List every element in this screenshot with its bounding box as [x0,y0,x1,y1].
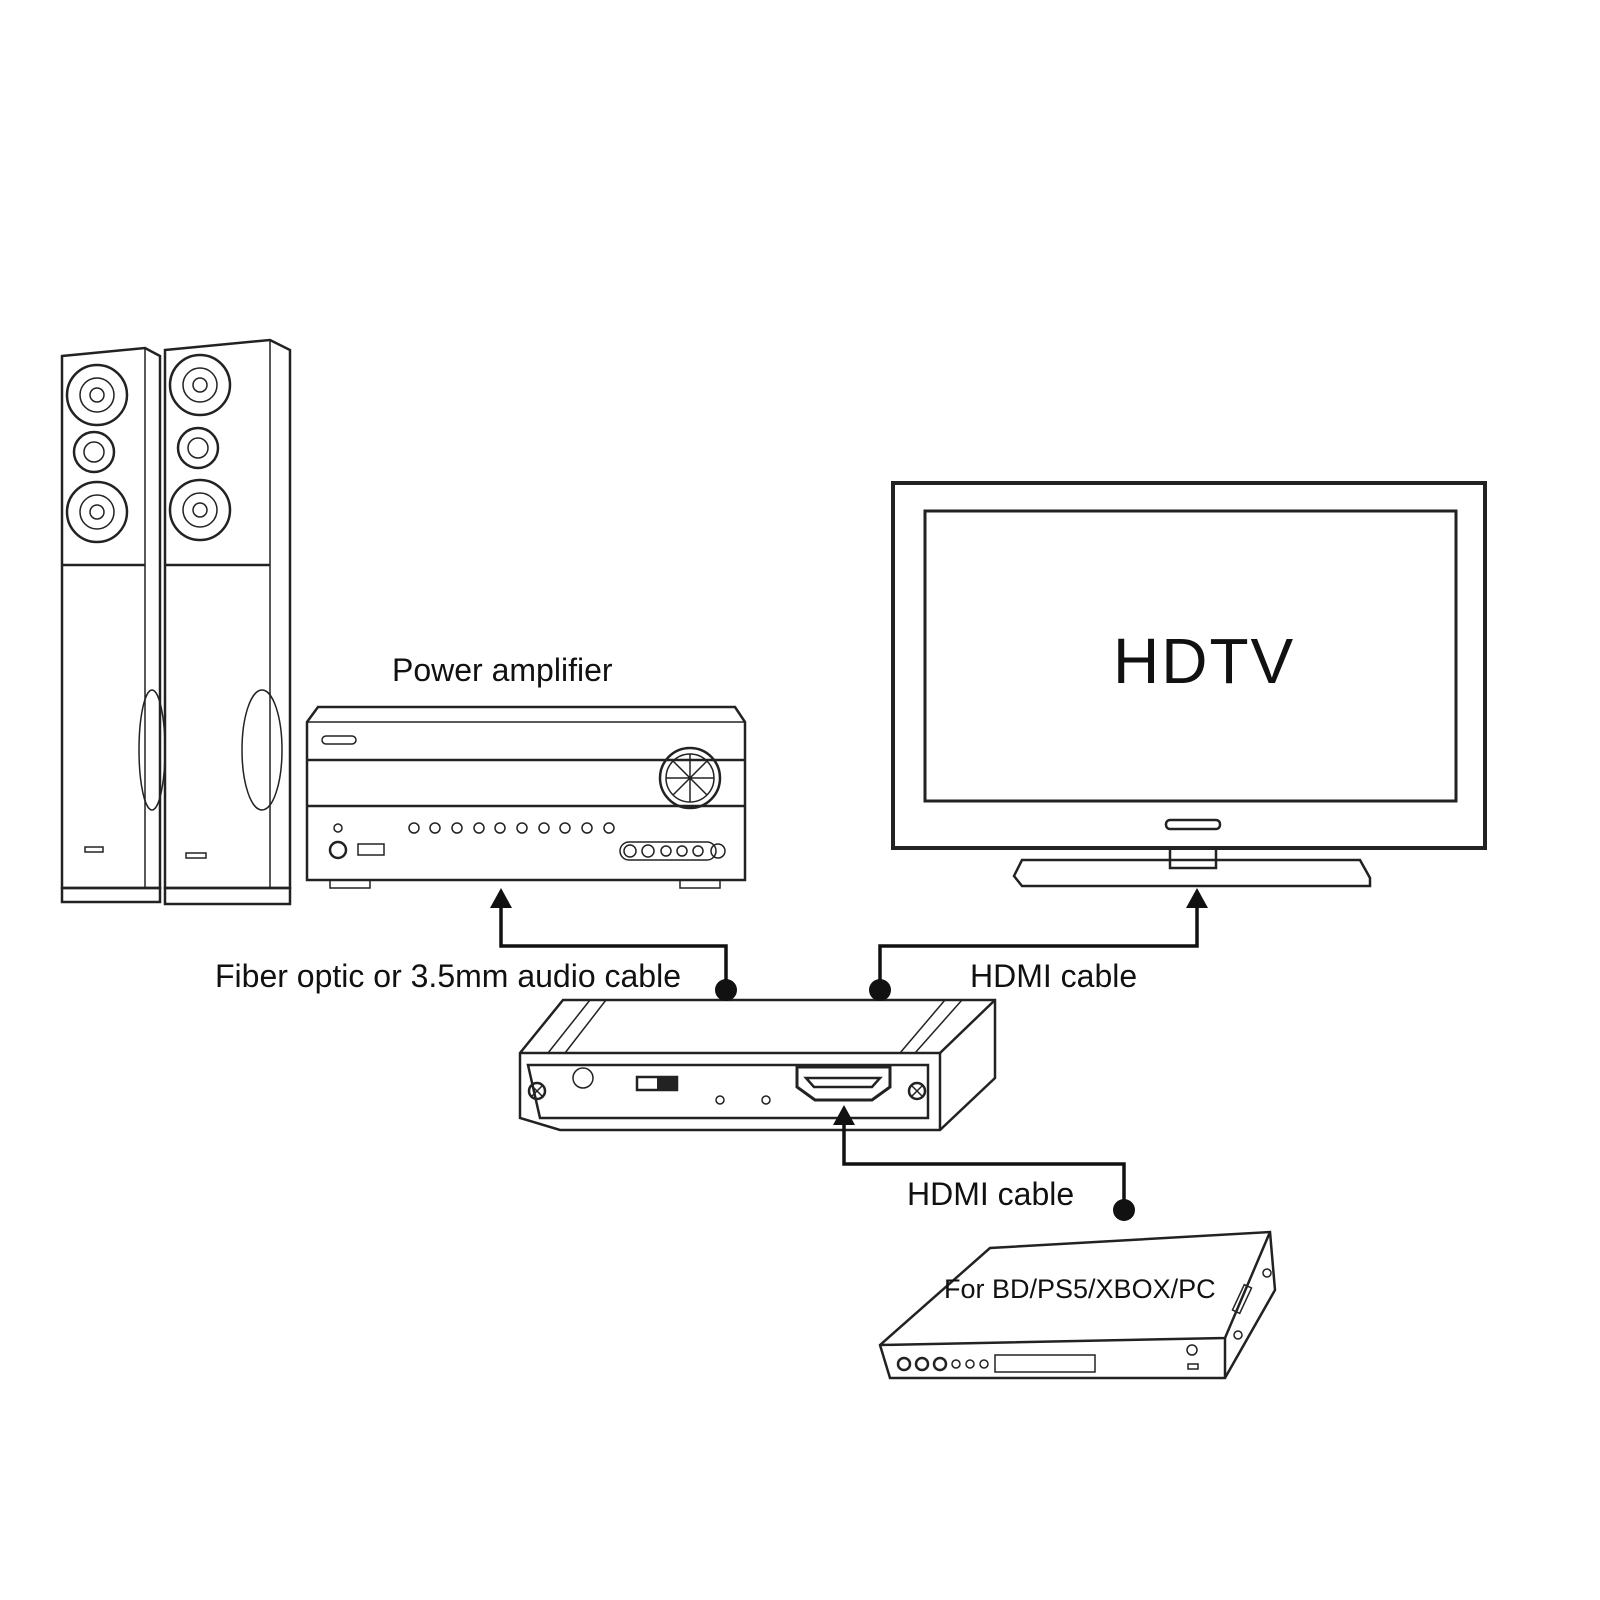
hdmi-cable-tv-line [869,888,1208,1001]
power-amplifier-drawing [305,705,747,889]
speaker-right [163,338,292,906]
hdmi-cable-source-label: HDMI cable [907,1176,1075,1212]
audio-cable-label: Fiber optic or 3.5mm audio cable [215,958,681,994]
audio-cable-line [490,888,737,1001]
hdtv-label: HDTV [1113,625,1296,697]
hdmi-cable-source-line [833,1105,1135,1221]
speaker-left [60,346,166,904]
source-device-label: For BD/PS5/XBOX/PC [944,1274,1216,1304]
power-amplifier-label: Power amplifier [392,652,613,688]
hdmi-cable-tv-label: HDMI cable [970,958,1138,994]
hdtv-drawing [891,481,1487,888]
audio-extractor-drawing [518,998,997,1132]
source-player-drawing [878,1230,1277,1380]
